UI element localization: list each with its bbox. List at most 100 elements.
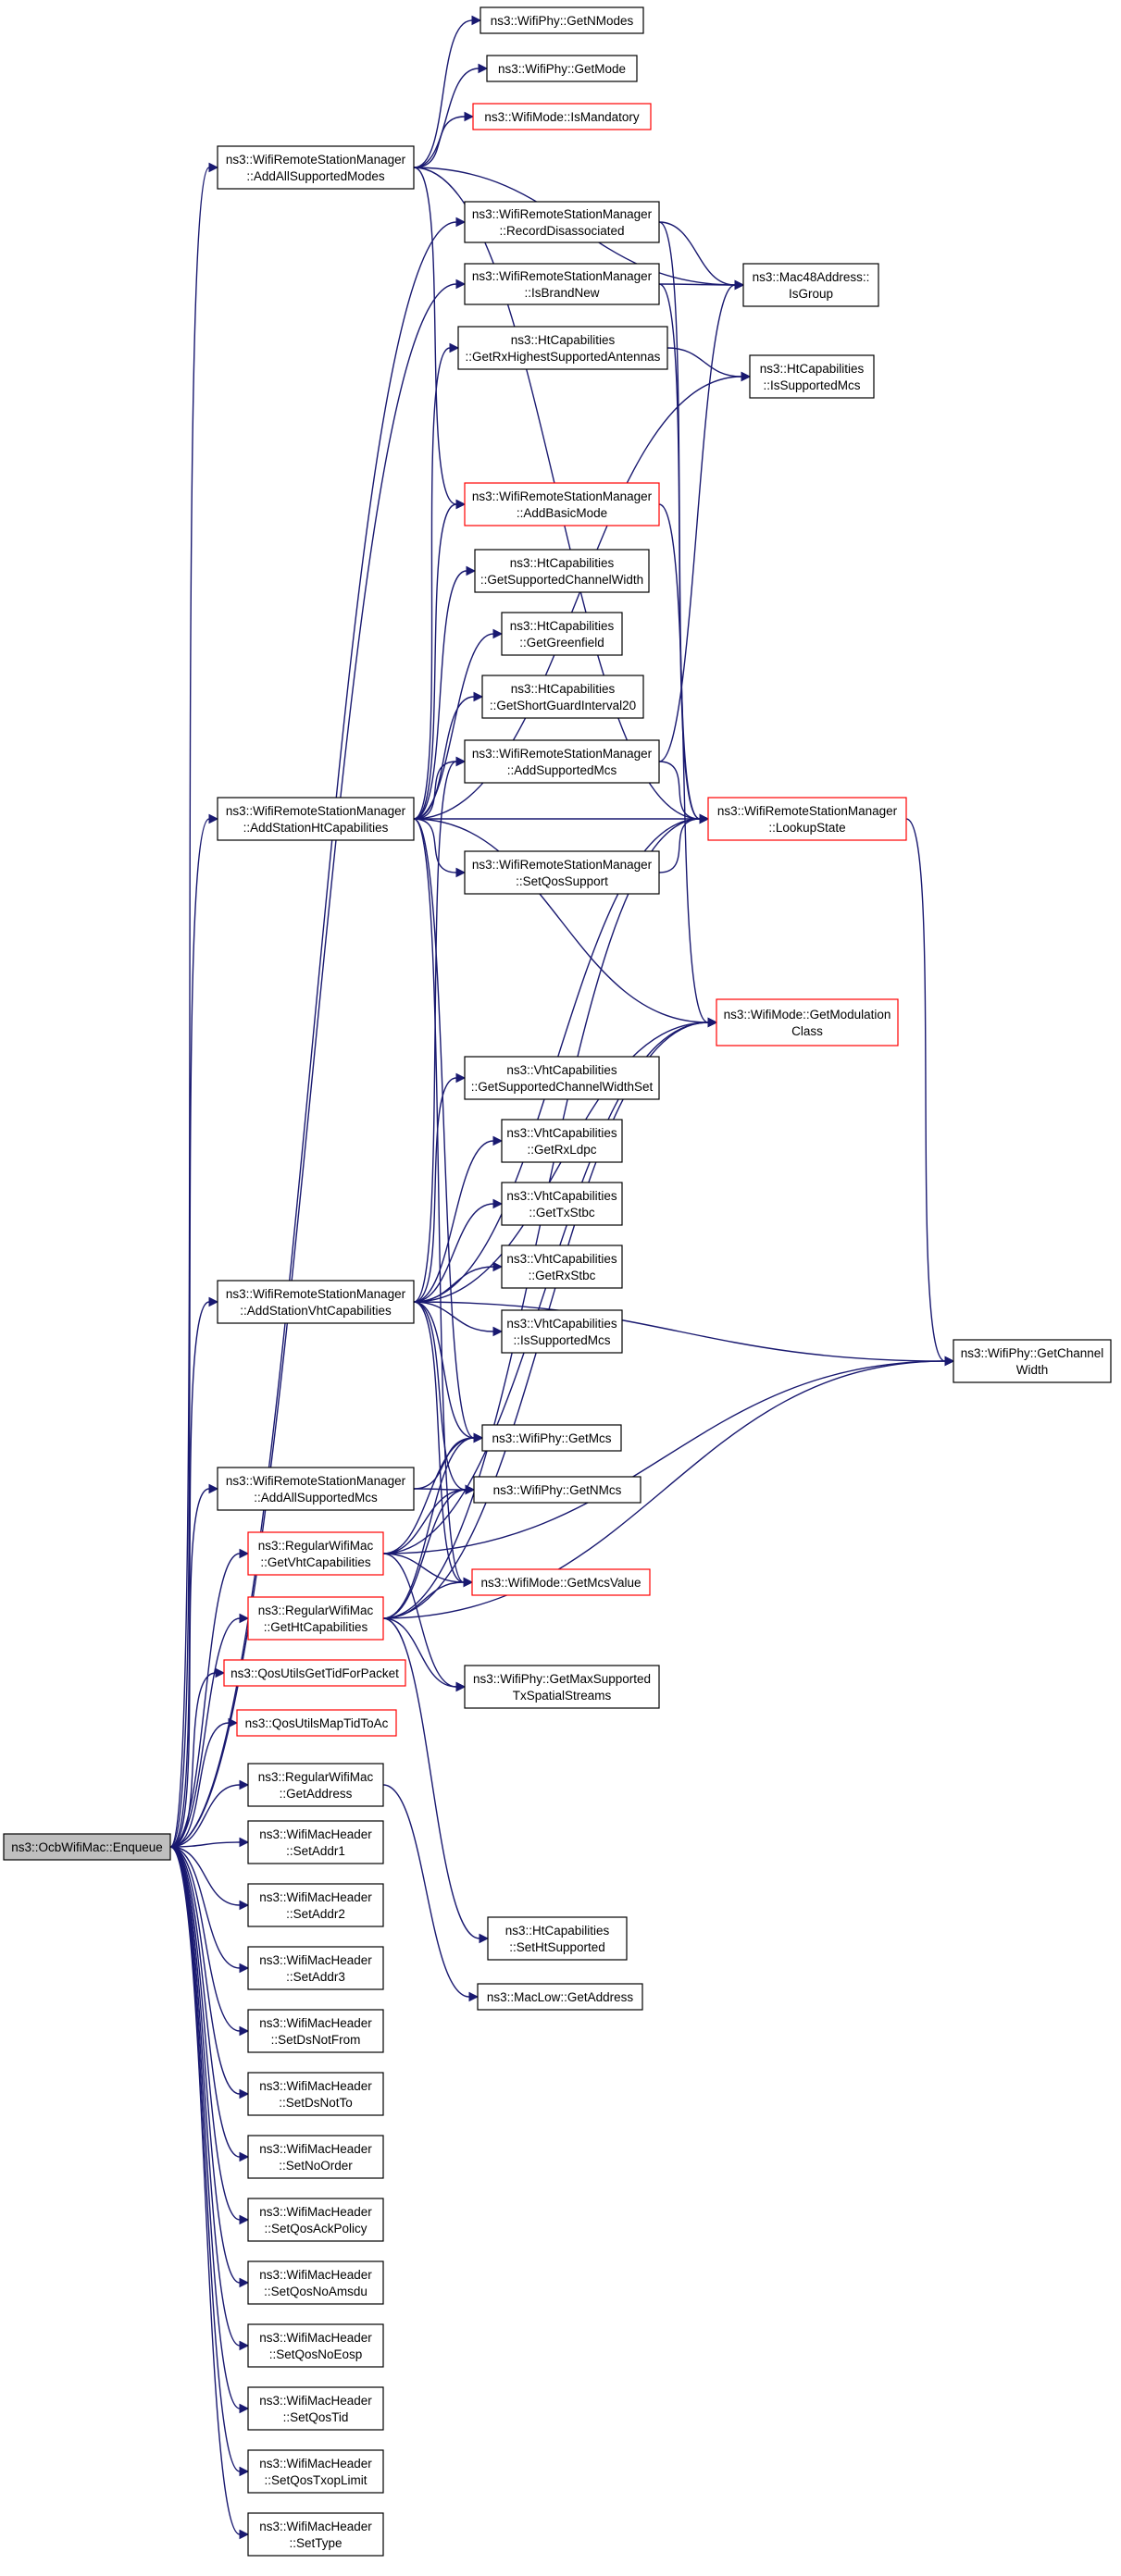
node-addSupMcs[interactable]: ns3::WifiRemoteStationManager::AddSuppor… bbox=[464, 739, 660, 784]
node-box bbox=[223, 1659, 406, 1687]
node-label: ::AddBasicMode bbox=[517, 506, 607, 520]
node-label: ::SetAddr3 bbox=[286, 1970, 345, 1984]
edge-line bbox=[413, 696, 475, 820]
edge-enqueue-to-addVhtCap bbox=[169, 1296, 219, 1848]
node-setQos[interactable]: ns3::WifiRemoteStationManager::SetQosSup… bbox=[464, 850, 660, 895]
node-htGreen[interactable]: ns3::HtCapabilities::GetGreenfield bbox=[501, 612, 623, 656]
node-enqueue[interactable]: ns3::OcbWifiMac::Enqueue bbox=[3, 1833, 171, 1861]
node-getMcsValue[interactable]: ns3::WifiMode::GetMcsValue bbox=[471, 1568, 651, 1596]
node-vhtRxStbc[interactable]: ns3::VhtCapabilities::GetRxStbc bbox=[501, 1245, 623, 1289]
edge-line bbox=[382, 1617, 480, 1939]
edge-addHtCap-to-lookupState bbox=[413, 813, 710, 824]
node-isMandatory[interactable]: ns3::WifiMode::IsMandatory bbox=[472, 103, 652, 130]
node-macLowAddr[interactable]: ns3::MacLow::GetAddress bbox=[477, 1983, 643, 2011]
node-label: ::SetAddr1 bbox=[286, 1844, 345, 1858]
node-isBrandNew[interactable]: ns3::WifiRemoteStationManager::IsBrandNe… bbox=[464, 263, 660, 305]
node-box bbox=[247, 1820, 384, 1864]
node-lookupState[interactable]: ns3::WifiRemoteStationManager::LookupSta… bbox=[707, 797, 907, 841]
arrowhead-icon bbox=[492, 1326, 504, 1337]
edge-line bbox=[169, 1784, 241, 1848]
node-addBasicMode[interactable]: ns3::WifiRemoteStationManager::AddBasicM… bbox=[464, 482, 660, 526]
node-box bbox=[247, 2135, 384, 2179]
node-getVhtCap[interactable]: ns3::RegularWifiMac::GetVhtCapabilities bbox=[247, 1531, 384, 1576]
node-label: ::SetQosNoAmsdu bbox=[264, 2285, 367, 2298]
edge-enqueue-to-setDsNotTo bbox=[169, 1846, 250, 2099]
edge-line bbox=[413, 1301, 467, 1491]
node-getNMcs[interactable]: ns3::WifiPhy::GetNMcs bbox=[473, 1476, 641, 1504]
arrowhead-icon bbox=[707, 1017, 718, 1028]
node-setDsNotTo[interactable]: ns3::WifiMacHeader::SetDsNotTo bbox=[247, 2072, 384, 2116]
node-htGetChW[interactable]: ns3::HtCapabilities::GetSupportedChannel… bbox=[474, 549, 650, 593]
node-label: ::GetShortGuardInterval20 bbox=[490, 699, 636, 712]
node-vhtTxStbc[interactable]: ns3::VhtCapabilities::GetTxStbc bbox=[501, 1182, 623, 1226]
node-vhtRxLdpc[interactable]: ns3::VhtCapabilities::GetRxLdpc bbox=[501, 1119, 623, 1163]
arrowhead-icon bbox=[455, 499, 467, 510]
node-regGetAddr[interactable]: ns3::RegularWifiMac::GetAddress bbox=[247, 1763, 384, 1807]
node-getMaxSS[interactable]: ns3::WifiPhy::GetMaxSupportedTxSpatialSt… bbox=[464, 1665, 660, 1709]
edge-setQos-to-lookupState bbox=[658, 813, 710, 873]
arrowhead-icon bbox=[239, 1779, 250, 1790]
node-setQosNoEosp[interactable]: ns3::WifiMacHeader::SetQosNoEosp bbox=[247, 2323, 384, 2368]
node-setType[interactable]: ns3::WifiMacHeader::SetType bbox=[247, 2512, 384, 2557]
node-addAllMcs[interactable]: ns3::WifiRemoteStationManager::AddAllSup… bbox=[217, 1467, 415, 1511]
node-addAllModes[interactable]: ns3::WifiRemoteStationManager::AddAllSup… bbox=[217, 145, 415, 190]
edge-line bbox=[382, 1360, 946, 1619]
arrowhead-icon bbox=[228, 1717, 239, 1728]
node-vhtIsSupMcs[interactable]: ns3::VhtCapabilities::IsSupportedMcs bbox=[501, 1309, 623, 1354]
node-setAddr1[interactable]: ns3::WifiMacHeader::SetAddr1 bbox=[247, 1820, 384, 1864]
node-label: ns3::HtCapabilities bbox=[760, 362, 865, 376]
edge-line bbox=[413, 818, 475, 1439]
node-recordDisassoc[interactable]: ns3::WifiRemoteStationManager::RecordDis… bbox=[464, 201, 660, 243]
edge-line bbox=[413, 1301, 494, 1332]
node-isGroup[interactable]: ns3::Mac48Address::IsGroup bbox=[742, 263, 879, 307]
node-addHtCap[interactable]: ns3::WifiRemoteStationManager::AddStatio… bbox=[217, 797, 415, 841]
node-box bbox=[501, 1309, 623, 1354]
node-setQosAck[interactable]: ns3::WifiMacHeader::SetQosAckPolicy bbox=[247, 2198, 384, 2242]
node-vhtChW[interactable]: ns3::VhtCapabilities::GetSupportedChanne… bbox=[464, 1056, 660, 1100]
edge-line bbox=[169, 1488, 210, 1848]
node-qosMap[interactable]: ns3::QosUtilsMapTidToAc bbox=[236, 1709, 397, 1737]
node-box bbox=[217, 145, 415, 190]
node-getHtCap[interactable]: ns3::RegularWifiMac::GetHtCapabilities bbox=[247, 1596, 384, 1641]
node-label: ::GetTxStbc bbox=[529, 1206, 595, 1220]
node-label: ns3::WifiMacHeader bbox=[259, 2457, 372, 2471]
edge-line bbox=[169, 1846, 241, 1906]
node-label: Width bbox=[1016, 1363, 1049, 1377]
node-getNModes[interactable]: ns3::WifiPhy::GetNModes bbox=[480, 6, 644, 34]
node-getMode[interactable]: ns3::WifiPhy::GetMode bbox=[486, 55, 638, 82]
edge-enqueue-to-setDsNotFrom bbox=[169, 1846, 250, 2037]
node-setQosTxop[interactable]: ns3::WifiMacHeader::SetQosTxopLimit bbox=[247, 2449, 384, 2494]
edge-getRxAnt-to-htIsSupMcs bbox=[666, 347, 752, 382]
node-setDsNotFrom[interactable]: ns3::WifiMacHeader::SetDsNotFrom bbox=[247, 2009, 384, 2053]
edge-addHtCap-to-htGreen bbox=[413, 628, 504, 820]
node-htSetSup[interactable]: ns3::HtCapabilities::SetHtSupported bbox=[487, 1916, 628, 1961]
node-setQosNoAmsdu[interactable]: ns3::WifiMacHeader::SetQosNoAmsdu bbox=[247, 2260, 384, 2305]
node-setQosTid[interactable]: ns3::WifiMacHeader::SetQosTid bbox=[247, 2386, 384, 2431]
node-qosTid[interactable]: ns3::QosUtilsGetTidForPacket bbox=[223, 1659, 406, 1687]
node-setAddr3[interactable]: ns3::WifiMacHeader::SetAddr3 bbox=[247, 1946, 384, 1990]
node-box bbox=[247, 2072, 384, 2116]
node-box bbox=[487, 1916, 628, 1961]
node-getMcs[interactable]: ns3::WifiPhy::GetMcs bbox=[481, 1424, 622, 1452]
node-addVhtCap[interactable]: ns3::WifiRemoteStationManager::AddStatio… bbox=[217, 1280, 415, 1324]
node-label: ::AddStationVhtCapabilities bbox=[240, 1304, 392, 1318]
node-label: ::LookupState bbox=[768, 821, 845, 835]
node-htSgi[interactable]: ns3::HtCapabilities::GetShortGuardInterv… bbox=[481, 675, 644, 719]
edge-addVhtCap-to-vhtChW bbox=[413, 1072, 467, 1303]
node-htIsSupMcs[interactable]: ns3::HtCapabilities::IsSupportedMcs bbox=[749, 354, 875, 399]
node-box bbox=[716, 998, 899, 1046]
nodes-layer: ns3::OcbWifiMac::Enqueue ns3::WifiPhy::Ge… bbox=[3, 6, 1112, 2557]
node-label: TxSpatialStreams bbox=[513, 1689, 612, 1703]
node-setNoOrder[interactable]: ns3::WifiMacHeader::SetNoOrder bbox=[247, 2135, 384, 2179]
arrowhead-icon bbox=[455, 756, 467, 767]
edge-line bbox=[413, 761, 457, 820]
arrowhead-icon bbox=[463, 1577, 474, 1588]
arrowhead-icon bbox=[239, 1900, 250, 1911]
node-getRxAnt[interactable]: ns3::HtCapabilities::GetRxHighestSupport… bbox=[457, 326, 668, 370]
node-box bbox=[464, 1665, 660, 1709]
node-setAddr2[interactable]: ns3::WifiMacHeader::SetAddr2 bbox=[247, 1883, 384, 1927]
node-label: ns3::WifiRemoteStationManager bbox=[226, 1287, 406, 1301]
